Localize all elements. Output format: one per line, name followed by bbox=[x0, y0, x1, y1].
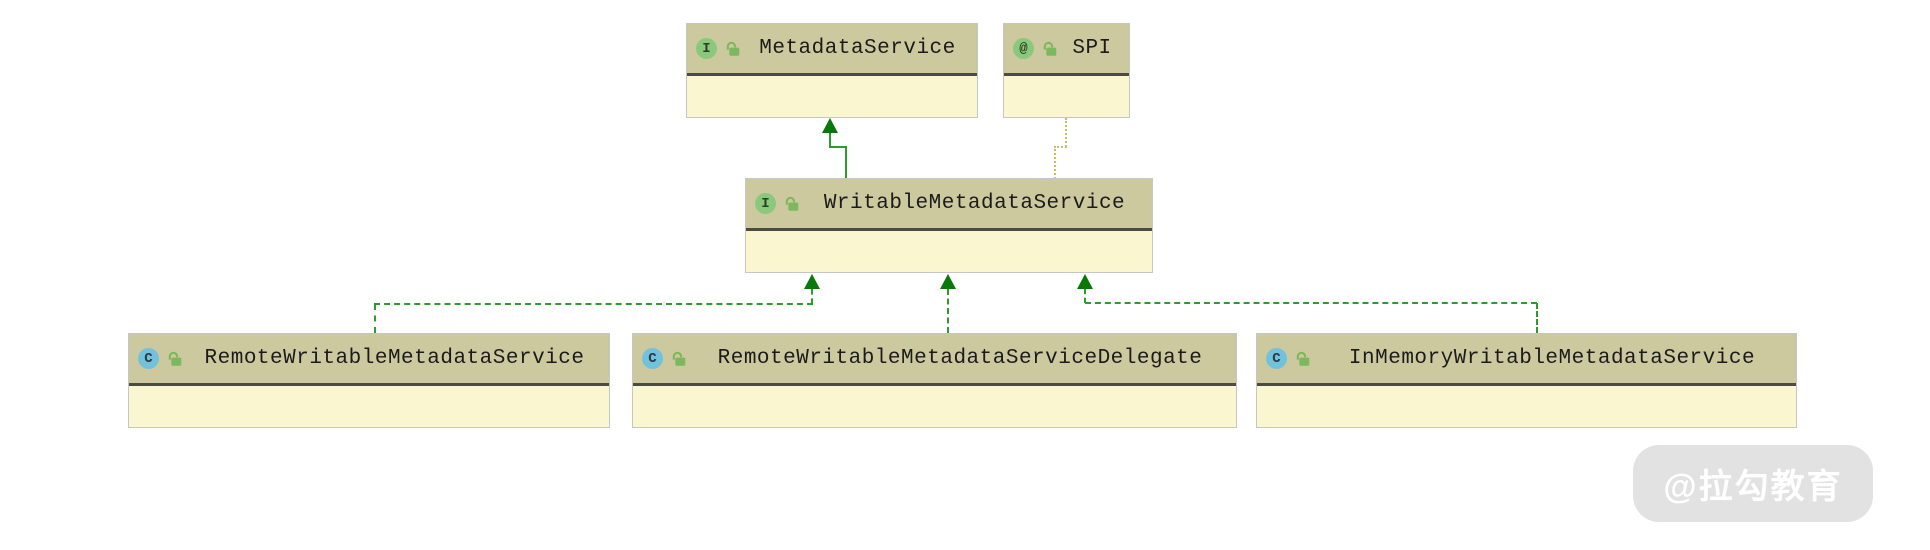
edge-dashed-segment bbox=[811, 289, 813, 304]
edge-dotted-segment bbox=[1054, 146, 1056, 179]
edge-arrowhead-up bbox=[940, 274, 956, 289]
edge-dashed-segment bbox=[1084, 289, 1086, 303]
edge-dotted-segment bbox=[1054, 146, 1067, 148]
node-header: I WritableMetadataService bbox=[746, 179, 1152, 231]
node-body bbox=[746, 231, 1152, 272]
node-body bbox=[1257, 386, 1796, 427]
node-label: SPI bbox=[1072, 37, 1112, 60]
interface-icon: I bbox=[755, 193, 776, 214]
edge-arrowhead-up bbox=[804, 274, 820, 289]
unlocked-icon bbox=[785, 196, 799, 211]
edge-solid-segment bbox=[845, 146, 847, 179]
edge-dashed-segment bbox=[374, 303, 813, 305]
edge-solid-segment bbox=[829, 146, 847, 148]
class-icon: C bbox=[1266, 348, 1287, 369]
node-label: RemoteWritableMetadataServiceDelegate bbox=[717, 347, 1203, 370]
node-header: @ SPI bbox=[1004, 24, 1129, 76]
node-header: C RemoteWritableMetadataService bbox=[129, 334, 609, 386]
unlocked-icon bbox=[672, 351, 686, 366]
node-label: RemoteWritableMetadataService bbox=[204, 347, 585, 370]
unlocked-icon bbox=[1043, 41, 1057, 56]
edge-arrowhead-up bbox=[822, 118, 838, 133]
node-body bbox=[1004, 76, 1129, 117]
unlocked-icon bbox=[1296, 351, 1310, 366]
node-label: InMemoryWritableMetadataService bbox=[1348, 347, 1756, 370]
node-header: C RemoteWritableMetadataServiceDelegate bbox=[633, 334, 1236, 386]
edge-dashed-segment bbox=[374, 304, 376, 333]
node-header: C InMemoryWritableMetadataService bbox=[1257, 334, 1796, 386]
edge-dashed-segment bbox=[947, 289, 949, 333]
node-header: I MetadataService bbox=[687, 24, 977, 76]
node-spi[interactable]: @ SPI bbox=[1003, 23, 1130, 118]
node-writable-metadata-service[interactable]: I WritableMetadataService bbox=[745, 178, 1153, 273]
unlocked-icon bbox=[726, 41, 740, 56]
edge-dashed-segment bbox=[1085, 302, 1537, 304]
node-body bbox=[687, 76, 977, 117]
annotation-icon: @ bbox=[1013, 38, 1034, 59]
class-icon: C bbox=[642, 348, 663, 369]
edge-dashed-segment bbox=[1536, 303, 1538, 333]
node-metadata-service[interactable]: I MetadataService bbox=[686, 23, 978, 118]
edge-solid-segment bbox=[829, 132, 831, 146]
node-body bbox=[129, 386, 609, 427]
interface-icon: I bbox=[696, 38, 717, 59]
edge-arrowhead-up bbox=[1077, 274, 1093, 289]
node-body bbox=[633, 386, 1236, 427]
unlocked-icon bbox=[168, 351, 182, 366]
node-remote-writable-metadata-service-delegate[interactable]: C RemoteWritableMetadataServiceDelegate bbox=[632, 333, 1237, 428]
watermark-text: @拉勾教育 bbox=[1663, 468, 1843, 506]
node-in-memory-writable-metadata-service[interactable]: C InMemoryWritableMetadataService bbox=[1256, 333, 1797, 428]
node-label: WritableMetadataService bbox=[823, 192, 1126, 215]
watermark-badge: @拉勾教育 bbox=[1633, 445, 1873, 522]
node-label: MetadataService bbox=[759, 37, 956, 60]
class-icon: C bbox=[138, 348, 159, 369]
edge-dotted-segment bbox=[1065, 118, 1067, 147]
node-remote-writable-metadata-service[interactable]: C RemoteWritableMetadataService bbox=[128, 333, 610, 428]
